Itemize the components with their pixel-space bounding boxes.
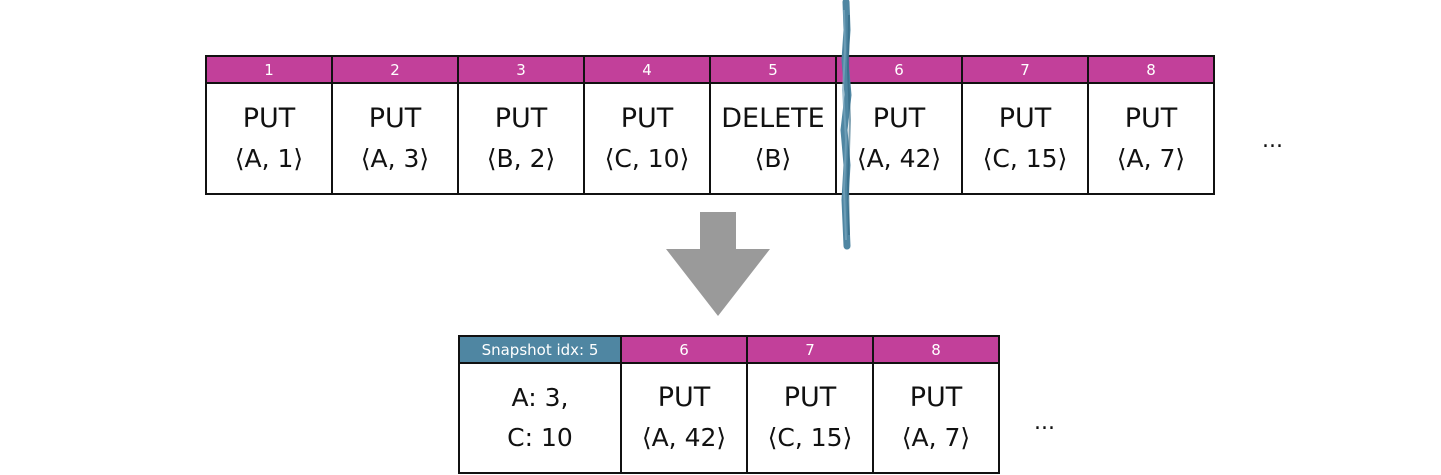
entry-index: 3 (459, 57, 583, 84)
entry-body: PUT ⟨A, 42⟩ (622, 364, 746, 472)
entry-arg: ⟨A, 7⟩ (901, 423, 971, 452)
log-entry-8: 8 PUT ⟨A, 7⟩ (872, 335, 1000, 474)
entry-arg: ⟨C, 15⟩ (982, 143, 1068, 173)
entry-op: PUT (872, 102, 926, 134)
snapshot-header: Snapshot idx: 5 (460, 337, 620, 364)
snapshot-entry: Snapshot idx: 5 A: 3, C: 10 (458, 335, 622, 474)
log-entry-6: 6 PUT ⟨A, 42⟩ (620, 335, 748, 474)
entry-index: 6 (622, 337, 746, 364)
entry-op: PUT (368, 102, 422, 134)
entry-body: PUT ⟨A, 7⟩ (874, 364, 998, 472)
entry-op: PUT (494, 102, 548, 134)
log-entry-2: 2 PUT ⟨A, 3⟩ (331, 55, 459, 195)
entry-arg: ⟨A, 7⟩ (1116, 143, 1186, 173)
log-entry-7: 7 PUT ⟨C, 15⟩ (961, 55, 1089, 195)
top-log-ellipsis: ... (1262, 128, 1283, 153)
entry-op: PUT (909, 382, 963, 413)
snapshot-body: A: 3, C: 10 (460, 364, 620, 472)
entry-arg: ⟨B⟩ (754, 143, 792, 173)
entry-body: PUT ⟨A, 42⟩ (837, 84, 961, 193)
entry-op: PUT (783, 382, 837, 413)
top-log: 1 PUT ⟨A, 1⟩ 2 PUT ⟨A, 3⟩ 3 PUT ⟨B, 2⟩ 4… (205, 55, 1215, 195)
log-entry-4: 4 PUT ⟨C, 10⟩ (583, 55, 711, 195)
entry-op: PUT (620, 102, 674, 134)
entry-body: DELETE ⟨B⟩ (711, 84, 835, 193)
entry-body: PUT ⟨A, 3⟩ (333, 84, 457, 193)
down-arrow-icon (666, 212, 770, 316)
entry-body: PUT ⟨A, 7⟩ (1089, 84, 1213, 193)
log-entry-6: 6 PUT ⟨A, 42⟩ (835, 55, 963, 195)
entry-index: 7 (748, 337, 872, 364)
entry-index: 5 (711, 57, 835, 84)
snapshot-line: A: 3, (511, 383, 569, 412)
log-entry-5: 5 DELETE ⟨B⟩ (709, 55, 837, 195)
entry-index: 8 (1089, 57, 1213, 84)
entry-arg: ⟨A, 3⟩ (360, 143, 430, 173)
entry-body: PUT ⟨C, 15⟩ (748, 364, 872, 472)
entry-arg: ⟨A, 42⟩ (856, 143, 942, 173)
entry-body: PUT ⟨B, 2⟩ (459, 84, 583, 193)
snapshot-line: C: 10 (507, 423, 573, 452)
log-entry-3: 3 PUT ⟨B, 2⟩ (457, 55, 585, 195)
entry-body: PUT ⟨C, 10⟩ (585, 84, 709, 193)
entry-arg: ⟨A, 1⟩ (234, 143, 304, 173)
entry-arg: ⟨C, 15⟩ (767, 423, 853, 452)
entry-op: PUT (1124, 102, 1178, 134)
entry-index: 7 (963, 57, 1087, 84)
bottom-log-ellipsis: ... (1034, 410, 1055, 435)
entry-arg: ⟨B, 2⟩ (486, 143, 556, 173)
entry-index: 4 (585, 57, 709, 84)
compaction-cut-line (840, 0, 852, 250)
entry-index: 2 (333, 57, 457, 84)
bottom-log: Snapshot idx: 5 A: 3, C: 10 6 PUT ⟨A, 42… (458, 335, 1000, 474)
entry-op: PUT (998, 102, 1052, 134)
log-entry-7: 7 PUT ⟨C, 15⟩ (746, 335, 874, 474)
log-entry-8: 8 PUT ⟨A, 7⟩ (1087, 55, 1215, 195)
entry-arg: ⟨A, 42⟩ (641, 423, 727, 452)
entry-op: PUT (242, 102, 296, 134)
entry-index: 6 (837, 57, 961, 84)
entry-body: PUT ⟨A, 1⟩ (207, 84, 331, 193)
entry-body: PUT ⟨C, 15⟩ (963, 84, 1087, 193)
entry-arg: ⟨C, 10⟩ (604, 143, 690, 173)
entry-op: PUT (657, 382, 711, 413)
entry-index: 8 (874, 337, 998, 364)
log-entry-1: 1 PUT ⟨A, 1⟩ (205, 55, 333, 195)
entry-op: DELETE (721, 102, 825, 134)
entry-index: 1 (207, 57, 331, 84)
